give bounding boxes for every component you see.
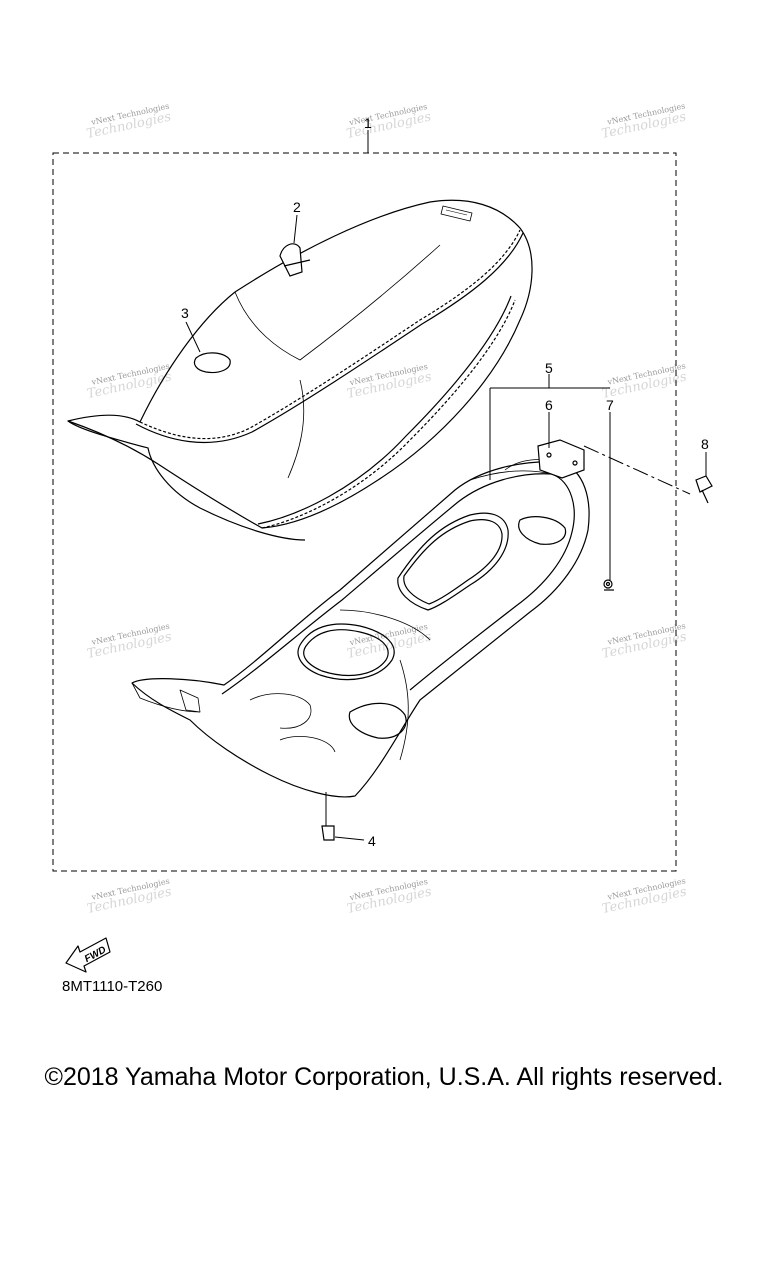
bolt-axis-line <box>583 445 691 495</box>
forward-label: FWD <box>83 945 108 965</box>
seat-cushion <box>67 199 533 541</box>
callout-4: 4 <box>368 833 376 849</box>
seat-strap-part-2 <box>279 243 311 277</box>
bolt-part-8 <box>695 475 713 504</box>
assembly-boundary <box>52 152 677 872</box>
callout-6: 6 <box>545 397 553 413</box>
leader-line-3 <box>185 321 201 353</box>
callout-2: 2 <box>293 199 301 215</box>
leader-line-2 <box>293 214 298 244</box>
seat-grip-part-3 <box>193 352 231 374</box>
callout-3: 3 <box>181 305 189 321</box>
callout-7: 7 <box>606 397 614 413</box>
hinge-bracket-part-6 <box>537 439 585 479</box>
callout-leaders-5-6-7 <box>489 374 611 580</box>
diagram-code: 8MT1110-T260 <box>62 978 163 995</box>
callout-numbers: 1 2 3 4 5 6 7 8 <box>181 115 709 849</box>
copyright-notice: ©2018 Yamaha Motor Corporation, U.S.A. A… <box>44 1063 724 1091</box>
callout-5: 5 <box>545 360 553 376</box>
leader-line-4 <box>334 836 365 841</box>
nut-part-7 <box>603 579 614 591</box>
forward-arrow-icon: FWD <box>65 937 111 973</box>
watermarks: Technologies vNext Technologies Technolo… <box>85 101 688 917</box>
callout-1: 1 <box>364 115 372 131</box>
callout-8: 8 <box>701 436 709 452</box>
clip-part-4 <box>321 825 335 841</box>
seat-base <box>131 459 590 798</box>
